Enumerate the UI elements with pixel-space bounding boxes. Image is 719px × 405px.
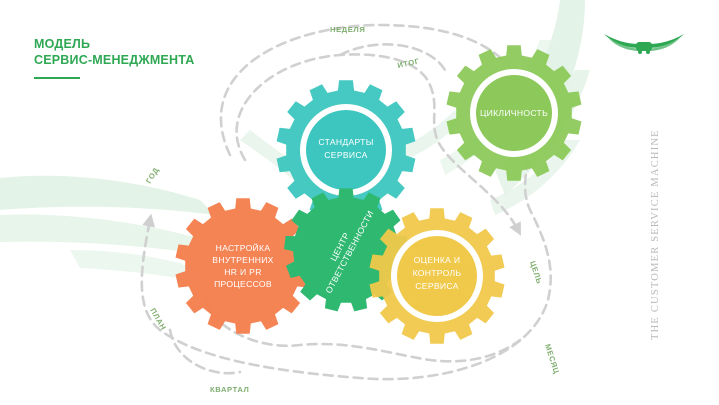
gear-cyclicity <box>446 45 582 181</box>
gear-evaluation-label-3: СЕРВИСА <box>415 281 458 291</box>
gear-cyclicity-label: ЦИКЛИЧНОСТЬ <box>480 108 548 118</box>
cycle-plan-loop <box>168 328 242 375</box>
gear-center <box>284 188 408 312</box>
gear-hr <box>175 198 311 334</box>
gear-evaluation-core <box>397 236 477 316</box>
gear-hr-label-2: ВНУТРЕННИХ <box>212 255 273 265</box>
cycle-top-loop <box>338 43 447 72</box>
gear-standards <box>276 80 416 220</box>
gear-evaluation-label-1: ОЦЕНКА И <box>414 255 461 265</box>
cycle-inner-loop <box>235 53 521 236</box>
brand-vertical-text: THE CUSTOMER SERVICE MACHINE <box>650 129 661 340</box>
gear-standards-label-2: СЕРВИСА <box>324 150 367 160</box>
title-line-2: СЕРВИС-МЕНЕДЖМЕНТА <box>34 53 195 67</box>
cycle-lower-loop <box>203 298 522 363</box>
label-month: МЕСЯЦ <box>543 343 561 375</box>
label-quarter: КВАРТАЛ <box>210 385 249 394</box>
gear-hr-label-1: НАСТРОЙКА <box>216 242 271 253</box>
gear-center-teeth <box>284 188 408 312</box>
label-year: ГОД <box>144 166 161 185</box>
gear-standards-label-1: СТАНДАРТЫ <box>318 137 373 147</box>
slide-title: МОДЕЛЬ СЕРВИС-МЕНЕДЖМЕНТА <box>34 36 194 68</box>
gear-cyclicity-core <box>476 75 552 151</box>
gear-evaluation <box>369 208 505 344</box>
gear-standards-core <box>306 110 386 190</box>
gears-layer <box>175 45 582 344</box>
cycle-outer-loop <box>140 23 552 381</box>
label-goal: ЦЕЛЬ <box>528 260 544 285</box>
label-week: НЕДЕЛЯ <box>330 25 365 34</box>
gear-hr-teeth <box>175 198 311 334</box>
winged-car-logo-icon <box>604 34 684 54</box>
cycle-loops <box>140 23 552 381</box>
gear-hr-label-3: HR И PR <box>224 267 261 277</box>
title-line-1: МОДЕЛЬ <box>34 37 91 51</box>
title-underline <box>34 77 80 79</box>
gear-hr-label-4: ПРОЦЕССОВ <box>214 279 272 289</box>
gear-evaluation-label-2: КОНТРОЛЬ <box>413 268 462 278</box>
